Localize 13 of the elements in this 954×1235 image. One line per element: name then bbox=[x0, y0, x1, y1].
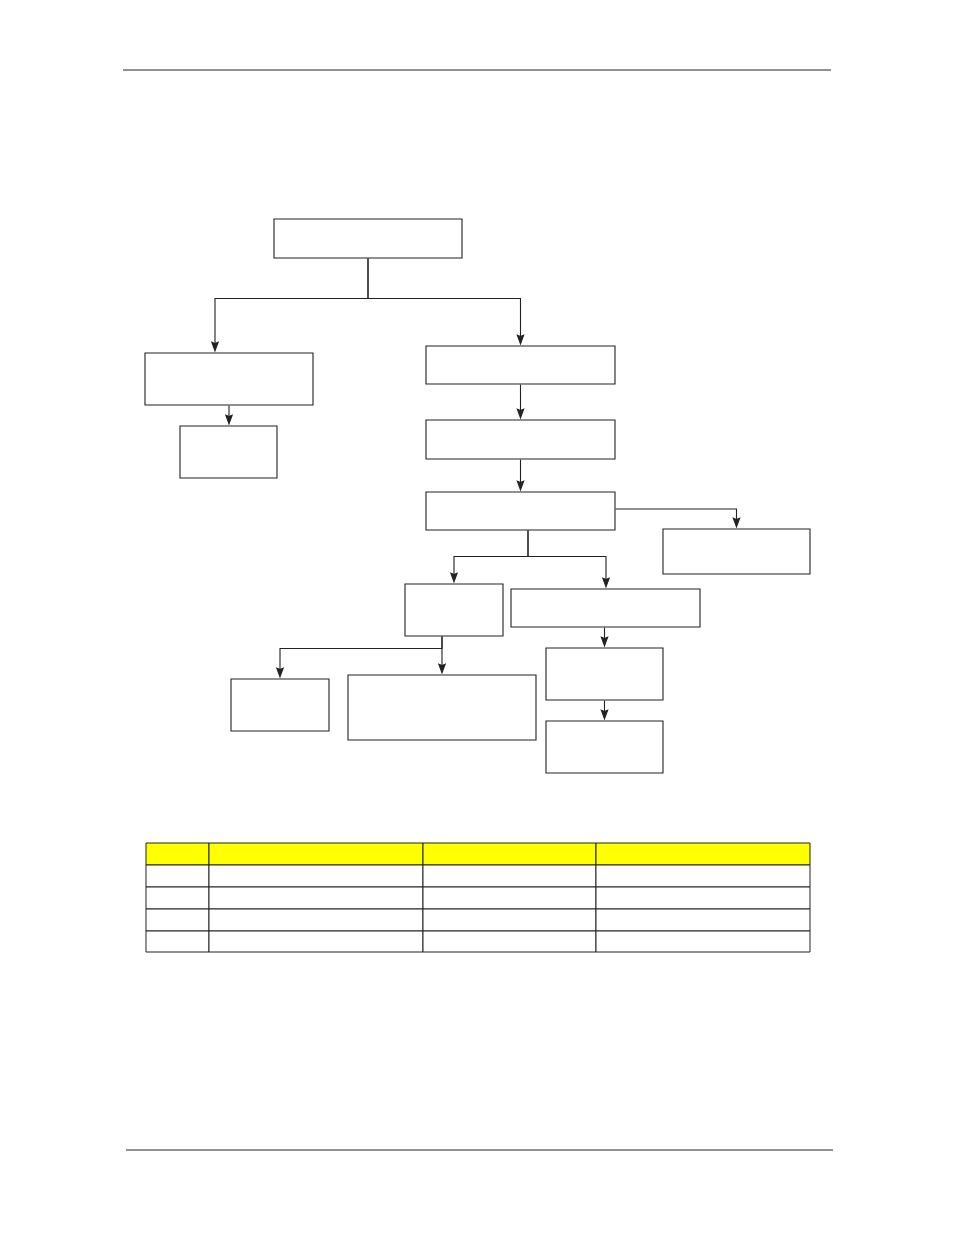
process-box bbox=[179, 425, 278, 479]
process-box bbox=[545, 720, 664, 774]
process-box bbox=[425, 491, 616, 531]
process-box bbox=[510, 588, 701, 628]
process-box bbox=[662, 528, 811, 575]
process-box bbox=[404, 583, 504, 637]
process-box bbox=[230, 678, 330, 732]
process-box bbox=[144, 352, 314, 406]
process-box bbox=[425, 345, 616, 385]
process-box bbox=[347, 674, 537, 741]
process-box bbox=[425, 419, 616, 460]
process-box bbox=[273, 218, 463, 259]
process-box bbox=[545, 647, 664, 701]
